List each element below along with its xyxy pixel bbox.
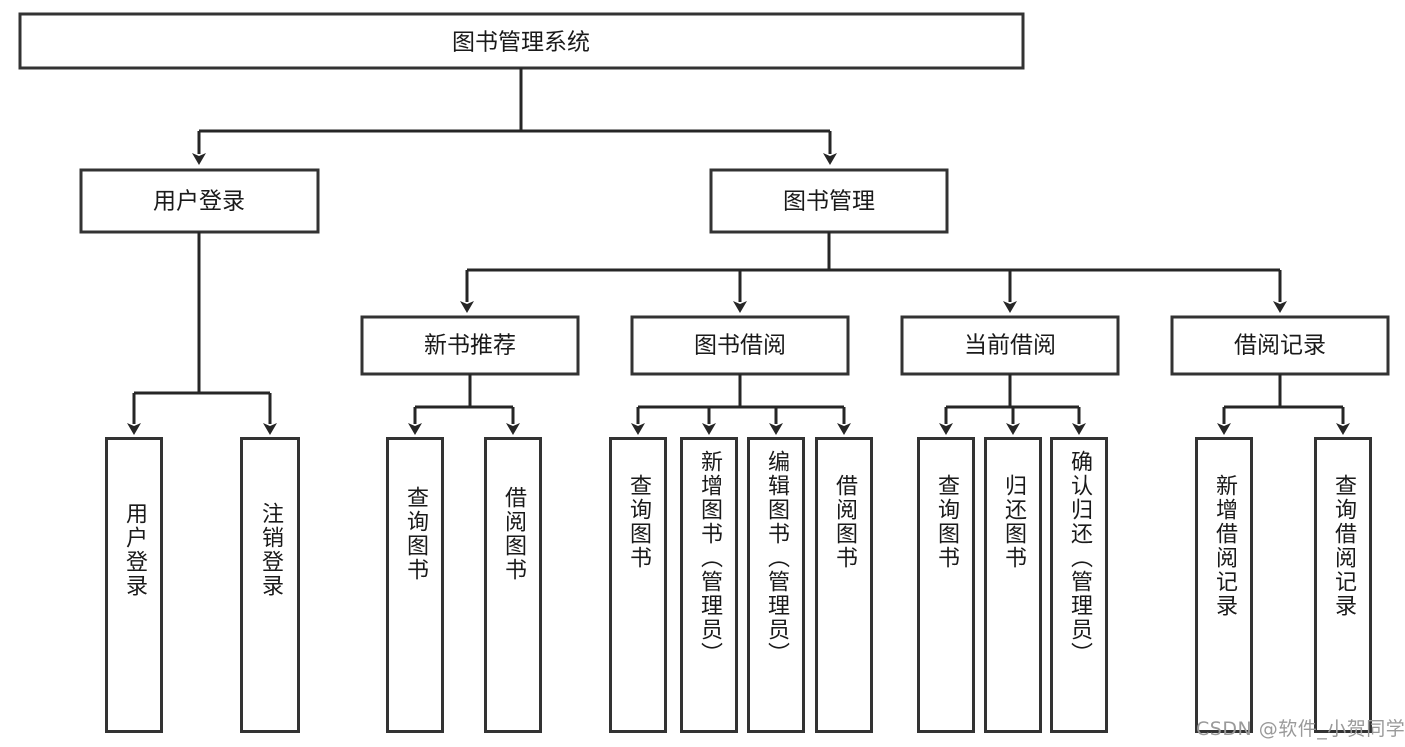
node-root-label: 图书管理系统 (452, 30, 590, 56)
leaf-add-book-admin[interactable]: 新增图书（管理员） (680, 437, 738, 733)
node-borrow-records-label: 借阅记录 (1234, 333, 1326, 359)
leaf-query-book-current[interactable]: 查询图书 (917, 437, 975, 733)
node-user-login-box[interactable] (79, 168, 320, 234)
leaf-user-login-label: 用户登录 (121, 502, 147, 598)
node-book-borrow-box[interactable] (630, 315, 850, 376)
leaf-query-borrow-record-label: 查询借阅记录 (1330, 474, 1356, 618)
leaf-borrow-book[interactable]: 借阅图书 (815, 437, 873, 733)
leaf-add-book-admin-label: 新增图书（管理员） (696, 450, 722, 666)
leaf-edit-book-admin-label: 编辑图书（管理员） (763, 450, 789, 666)
leaf-query-book-borrow[interactable]: 查询图书 (609, 437, 667, 733)
node-book-manage-label: 图书管理 (783, 189, 875, 215)
leaf-return-book-label: 归还图书 (1000, 474, 1026, 570)
node-current-borrow-label: 当前借阅 (964, 333, 1056, 359)
node-new-book-recommend-label: 新书推荐 (424, 333, 516, 359)
leaf-query-book-current-label: 查询图书 (933, 474, 959, 570)
leaf-query-book-recommend[interactable]: 查询图书 (386, 437, 444, 733)
node-root-box[interactable] (18, 12, 1025, 70)
leaf-logout[interactable]: 注销登录 (240, 437, 300, 733)
watermark-text: CSDN @软件_小贺同学 (1196, 718, 1405, 740)
node-book-borrow-label: 图书借阅 (694, 333, 786, 359)
leaf-confirm-return-admin-label: 确认归还（管理员） (1066, 450, 1092, 666)
leaf-borrow-book-label: 借阅图书 (831, 474, 857, 570)
leaf-query-book-recommend-label: 查询图书 (402, 486, 428, 582)
leaf-borrow-book-recommend-label: 借阅图书 (500, 486, 526, 582)
node-new-book-recommend-box[interactable] (360, 315, 580, 376)
leaf-query-book-borrow-label: 查询图书 (625, 474, 651, 570)
leaf-add-borrow-record-label: 新增借阅记录 (1211, 474, 1237, 618)
node-user-login-label: 用户登录 (153, 189, 245, 215)
leaf-user-login[interactable]: 用户登录 (105, 437, 163, 733)
node-borrow-records-box[interactable] (1170, 315, 1390, 376)
leaf-edit-book-admin[interactable]: 编辑图书（管理员） (747, 437, 805, 733)
leaf-confirm-return-admin[interactable]: 确认归还（管理员） (1050, 437, 1108, 733)
leaf-borrow-book-recommend[interactable]: 借阅图书 (484, 437, 542, 733)
node-current-borrow-box[interactable] (900, 315, 1120, 376)
leaf-add-borrow-record[interactable]: 新增借阅记录 (1195, 437, 1253, 733)
leaf-logout-label: 注销登录 (257, 502, 283, 598)
leaf-return-book[interactable]: 归还图书 (984, 437, 1042, 733)
leaf-query-borrow-record[interactable]: 查询借阅记录 (1314, 437, 1372, 733)
